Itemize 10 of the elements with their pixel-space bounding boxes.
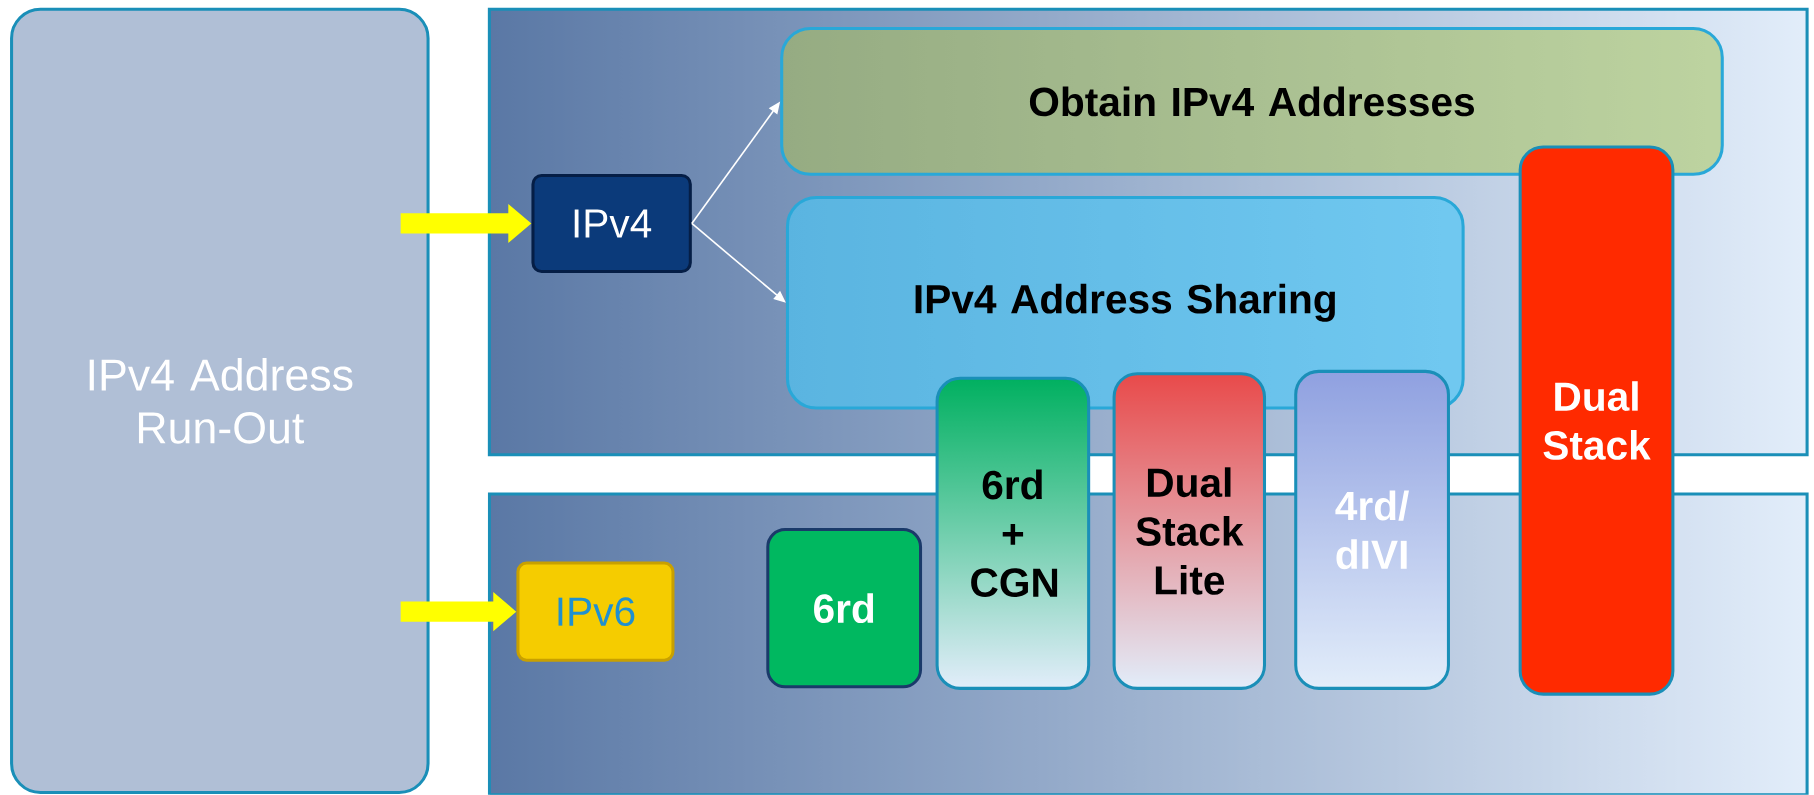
rounded-bar: Dual Stack [1518, 145, 1675, 696]
rounded-box: IPv4 Address Run-Out [10, 7, 430, 795]
rounded-bar: Dual Stack Lite [1112, 372, 1267, 690]
label-box: IPv4 [531, 174, 692, 274]
label-box: IPv6 [516, 561, 675, 662]
rounded-bar: 6rd + CGN [935, 376, 1091, 690]
arrow [691, 222, 786, 303]
rounded-bar: 4rd/ dIVI [1294, 369, 1450, 690]
rounded-box: 6rd [766, 528, 923, 689]
rounded-box: Obtain IPv4 Addresses [780, 27, 1724, 176]
